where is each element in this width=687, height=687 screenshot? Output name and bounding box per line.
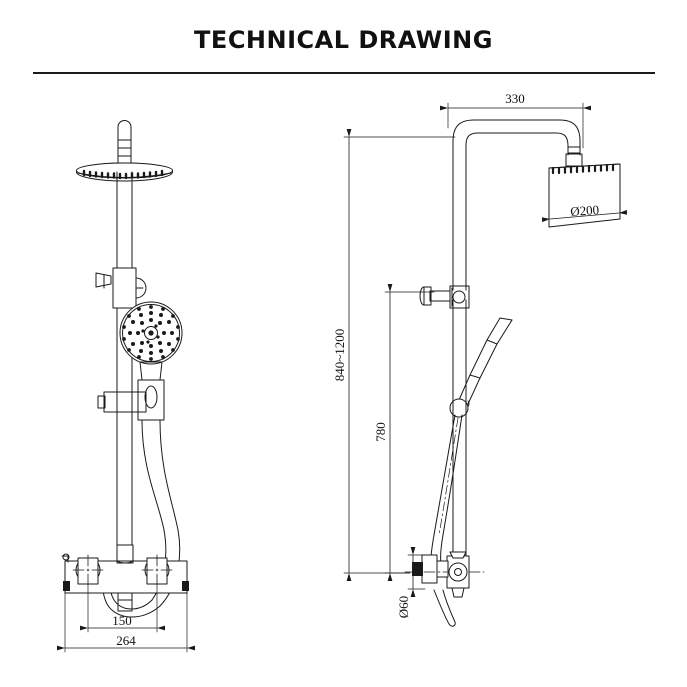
front-slider-bracket (97, 391, 147, 413)
front-view-group (57, 120, 195, 653)
dimension-overall-width (57, 592, 195, 653)
dimension-arm-reach (440, 102, 591, 149)
side-slider-ring (449, 398, 469, 418)
page-title: TECHNICAL DRAWING (194, 26, 493, 54)
dimension-inlet-diameter (407, 547, 426, 597)
side-shower-arm (452, 119, 583, 167)
dimension-label-handle-spacing: 150 (112, 613, 132, 628)
front-mixer-bar (61, 544, 189, 612)
dimension-slider-height (384, 284, 435, 581)
side-diverter (419, 285, 470, 309)
dimension-label-arm-reach: 330 (505, 91, 525, 106)
side-outlet (433, 589, 456, 627)
dimension-label-riser-range: 840~1200 (332, 329, 347, 382)
side-hose (430, 414, 463, 573)
dimension-head-diameter (541, 207, 628, 228)
front-handheld-head (119, 301, 183, 421)
side-riser-pipe (452, 140, 467, 561)
dimension-handle-spacing (80, 584, 165, 633)
dimension-label-inlet-diameter: Ø60 (396, 596, 411, 618)
dimension-label-overall-width: 264 (116, 633, 136, 648)
front-rain-head (76, 162, 173, 182)
dimension-label-slider-height: 780 (373, 422, 388, 442)
side-mixer-body (404, 551, 485, 598)
front-diverter (95, 267, 147, 309)
title-divider (33, 72, 655, 74)
dimension-label-head-diameter: Ø200 (570, 202, 600, 219)
front-riser-pipe (116, 171, 133, 269)
side-view-group (343, 102, 628, 627)
front-mixer-centerlines (72, 554, 173, 586)
